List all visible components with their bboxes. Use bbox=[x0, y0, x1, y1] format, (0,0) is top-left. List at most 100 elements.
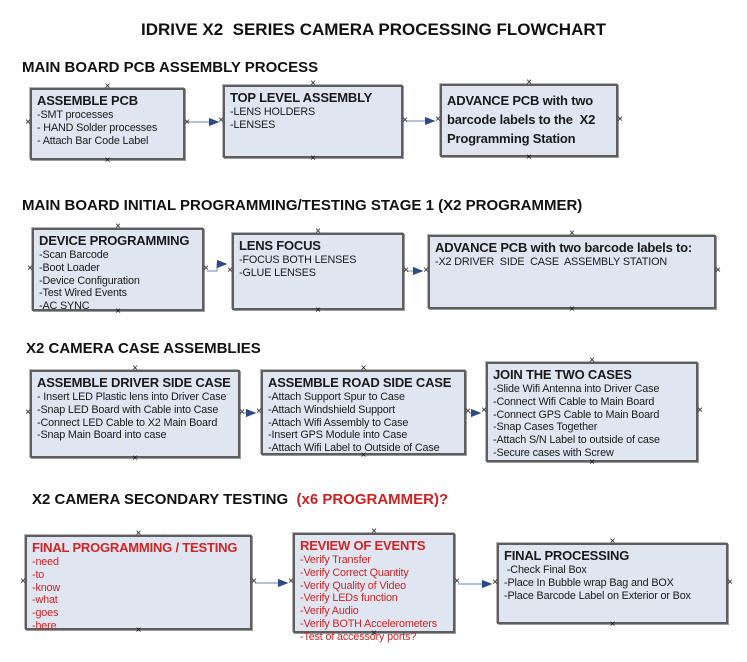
box-item: -what bbox=[32, 594, 58, 607]
box-title: REVIEW OF EVENTS bbox=[300, 538, 426, 553]
box-item: -Verify LEDs function bbox=[300, 592, 398, 605]
box-assemble-pcb[interactable]: × × × × ASSEMBLE PCB -SMT processes- HAN… bbox=[25, 82, 190, 166]
connector-handle-bottom[interactable]: × bbox=[132, 453, 138, 464]
connector-handle-top[interactable]: × bbox=[315, 226, 321, 237]
connector-handle-right[interactable]: × bbox=[203, 262, 209, 274]
connector-handle-top[interactable]: × bbox=[310, 78, 316, 89]
connector-handle-left[interactable]: × bbox=[435, 113, 441, 125]
box-assemble-driver-side-case[interactable]: × × × × ASSEMBLE DRIVER SIDE CASE - Inse… bbox=[25, 364, 245, 464]
box-item: -Test of accessory ports? bbox=[300, 630, 417, 643]
box-advance-pcb-programming-station[interactable]: × × × × ADVANCE PCB with two barcode lab… bbox=[435, 78, 623, 163]
connector-handle-right[interactable]: × bbox=[239, 407, 245, 418]
section-heading-secondary-testing-black: X2 CAMERA SECONDARY TESTING bbox=[32, 491, 293, 508]
section-heading-secondary-testing: X2 CAMERA SECONDARY TESTING (x6 PROGRAMM… bbox=[32, 491, 448, 508]
box-title: FINAL PROCESSING bbox=[504, 548, 630, 563]
box-item: -Insert GPS Module into Case bbox=[268, 429, 408, 442]
box-lens-focus[interactable]: × × × × LENS FOCUS -FOCUS BOTH LENSES-GL… bbox=[227, 227, 409, 316]
box-items: -FOCUS BOTH LENSES-GLUE LENSES bbox=[239, 254, 398, 280]
connector-handle-top[interactable]: × bbox=[360, 363, 367, 374]
box-review-of-events[interactable]: × × × × REVIEW OF EVENTS -Verify Transfe… bbox=[288, 527, 460, 643]
box-item: -SMT processes bbox=[37, 109, 114, 121]
box-items: -Verify Transfer-Verify Correct Quantity… bbox=[300, 554, 449, 644]
box-final-programming-testing[interactable]: × × × × FINAL PROGRAMMING / TESTING -nee… bbox=[20, 529, 257, 636]
connector-handle-top[interactable]: × bbox=[104, 81, 111, 92]
connector-handle-bottom[interactable]: × bbox=[526, 152, 532, 163]
box-title: ASSEMBLE ROAD SIDE CASE bbox=[268, 375, 452, 390]
box-device-programming[interactable]: × × × × DEVICE PROGRAMMING -Scan Barcode… bbox=[27, 222, 209, 317]
box-item: -Verify Correct Quantity bbox=[300, 566, 409, 579]
connector-handle-left[interactable]: × bbox=[423, 265, 429, 276]
connector-handle-top[interactable]: × bbox=[609, 536, 616, 547]
box-item: - HAND Solder processes bbox=[37, 121, 158, 134]
box-item: -Verify Transfer bbox=[300, 554, 371, 566]
connector-handle-bottom[interactable]: × bbox=[104, 155, 111, 166]
box-top-level-assembly[interactable]: × × × × TOP LEVEL ASSEMBLY -LENS HOLDERS… bbox=[218, 79, 408, 164]
box-item: -Connect LED Cable to X2 Main Board bbox=[37, 416, 218, 429]
connector-handle-left[interactable]: × bbox=[25, 117, 31, 128]
box-items: -Scan Barcode-Boot Loader-Device Configu… bbox=[39, 249, 198, 313]
box-item: -Secure cases with Screw bbox=[493, 446, 614, 459]
connector-handle-right[interactable]: × bbox=[715, 265, 721, 276]
connector-handle-top[interactable]: × bbox=[371, 526, 377, 537]
connector-handle-bottom[interactable]: × bbox=[135, 625, 142, 636]
box-title: ASSEMBLE PCB bbox=[37, 93, 138, 108]
connector-handle-bottom[interactable]: × bbox=[371, 628, 377, 639]
connector-handle-top[interactable]: × bbox=[132, 363, 138, 374]
connector-handle-right[interactable]: × bbox=[184, 117, 190, 128]
box-item: -Snap LED Board with Cable into Case bbox=[37, 403, 219, 416]
connector-handle-bottom[interactable]: × bbox=[569, 304, 575, 315]
connector-handle-left[interactable]: × bbox=[492, 576, 498, 588]
box-item: -Test Wired Events bbox=[39, 287, 127, 300]
connector-handle-right[interactable]: × bbox=[251, 575, 257, 587]
connector-handle-top[interactable]: × bbox=[115, 221, 121, 232]
box-item: - Attach Bar Code Label bbox=[37, 134, 149, 147]
connector-handle-right[interactable]: × bbox=[403, 264, 409, 276]
connector-handle-left[interactable]: × bbox=[227, 264, 233, 276]
box-item: -Verify Audio bbox=[300, 605, 359, 618]
box-title: FINAL PROGRAMMING / TESTING bbox=[32, 540, 238, 555]
connector-handle-right[interactable]: × bbox=[727, 576, 733, 588]
box-advance-pcb-driver-side[interactable]: × × × × ADVANCE PCB with two barcode lab… bbox=[423, 229, 721, 315]
connector-handle-top[interactable]: × bbox=[569, 228, 575, 239]
box-item: -Attach Support Spur to Case bbox=[268, 391, 405, 403]
box-join-the-two-cases[interactable]: × × × × JOIN THE TWO CASES -Slide Wifi A… bbox=[481, 356, 703, 468]
box-items: -LENS HOLDERS-LENSES bbox=[230, 106, 397, 132]
connector-handle-left[interactable]: × bbox=[288, 576, 294, 587]
connector-handle-bottom[interactable]: × bbox=[609, 619, 616, 630]
connector-handle-bottom[interactable]: × bbox=[315, 305, 321, 316]
connector-handle-right[interactable]: × bbox=[402, 114, 408, 126]
connector-handle-right[interactable]: × bbox=[465, 405, 471, 417]
box-final-processing[interactable]: × × × × FINAL PROCESSING -Check Final Bo… bbox=[492, 537, 733, 630]
connector-handle-top[interactable]: × bbox=[135, 528, 142, 539]
connector-handle-left[interactable]: × bbox=[27, 262, 33, 274]
connector-handle-left[interactable]: × bbox=[218, 114, 224, 126]
section-heading-case-assemblies: X2 CAMERA CASE ASSEMBLIES bbox=[26, 340, 261, 357]
box-items: -Attach Support Spur to Case-Attach Wind… bbox=[268, 391, 460, 455]
connector-handle-left[interactable]: × bbox=[481, 405, 487, 416]
box-item: -Attach Windshield Support bbox=[268, 403, 395, 416]
box-item: -AC SYNC bbox=[39, 300, 90, 313]
box-items: -Slide Wifi Antenna into Driver Case-Con… bbox=[493, 383, 692, 460]
box-item: -Boot Loader bbox=[39, 261, 100, 274]
connector-handle-top[interactable]: × bbox=[526, 77, 532, 88]
box-item: -GLUE LENSES bbox=[239, 266, 316, 279]
connector-handle-right[interactable]: × bbox=[617, 113, 623, 125]
connector-handle-bottom[interactable]: × bbox=[589, 457, 595, 468]
box-item: -FOCUS BOTH LENSES bbox=[239, 254, 357, 266]
box-assemble-road-side-case[interactable]: × × × × ASSEMBLE ROAD SIDE CASE -Attach … bbox=[256, 364, 471, 461]
connector-handle-right[interactable]: × bbox=[454, 576, 460, 587]
connector-handle-left[interactable]: × bbox=[25, 407, 31, 418]
box-items: - Insert LED Plastic lens into Driver Ca… bbox=[37, 391, 234, 442]
box-title: ADVANCE PCB with two barcode labels to t… bbox=[447, 93, 599, 146]
box-item: -Connect Wifi Cable to Main Board bbox=[493, 395, 655, 408]
connector-handle-bottom[interactable]: × bbox=[360, 450, 367, 461]
connector-handle-top[interactable]: × bbox=[589, 355, 595, 366]
connector-handle-left[interactable]: × bbox=[256, 405, 262, 417]
connector-handle-bottom[interactable]: × bbox=[310, 153, 316, 164]
box-item: -here bbox=[32, 619, 57, 632]
connector-handle-left[interactable]: × bbox=[20, 575, 26, 587]
box-item: -Connect GPS Cable to Main Board bbox=[493, 408, 660, 421]
connector-handle-right[interactable]: × bbox=[697, 405, 703, 416]
connector-handle-bottom[interactable]: × bbox=[115, 306, 121, 317]
